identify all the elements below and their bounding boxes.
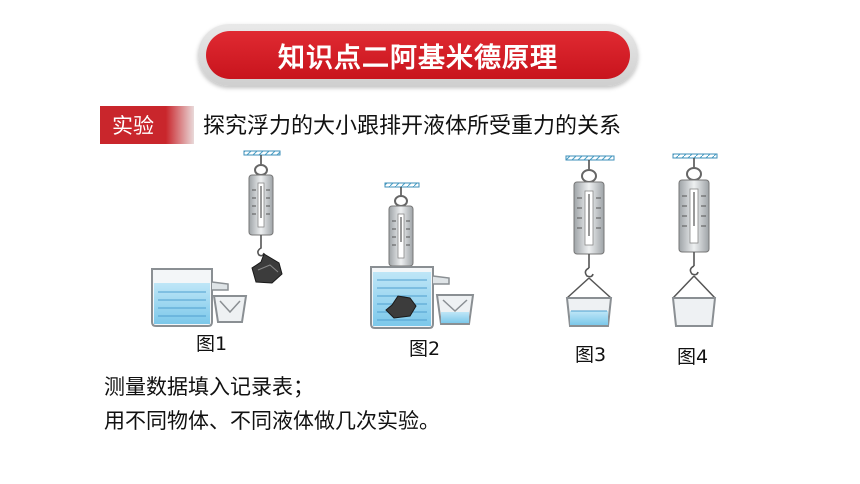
figure-2-apparatus <box>370 182 475 329</box>
experiment-subtitle: 探究浮力的大小跟排开液体所受重力的关系 <box>203 114 622 139</box>
overflow-beaker-icon <box>151 268 229 327</box>
catch-cup-icon <box>435 294 475 325</box>
spring-scale-icon <box>573 169 605 278</box>
figure-2-label: 图2 <box>409 338 441 360</box>
page-title: 知识点二阿基米德原理 <box>206 31 630 79</box>
note-line-1: 测量数据填入记录表； <box>104 375 314 399</box>
figure-1-label: 图1 <box>196 333 228 355</box>
catch-cup-icon <box>671 297 717 327</box>
experiment-label: 实验 <box>100 106 194 144</box>
figure-4-apparatus <box>671 153 718 327</box>
catch-cup-icon <box>212 295 248 323</box>
figure-3-apparatus <box>565 155 615 327</box>
spring-scale-icon <box>248 164 274 257</box>
stone-icon <box>385 295 417 319</box>
catch-cup-icon <box>565 297 613 327</box>
stone-icon <box>251 253 283 284</box>
figure-1-apparatus <box>151 150 283 327</box>
spring-scale-icon <box>678 167 710 276</box>
title-banner: 知识点二阿基米德原理 <box>198 24 638 86</box>
figure-4-label: 图4 <box>677 346 709 368</box>
note-line-2: 用不同物体、不同液体做几次实验。 <box>104 409 440 433</box>
figure-3-label: 图3 <box>575 344 607 366</box>
